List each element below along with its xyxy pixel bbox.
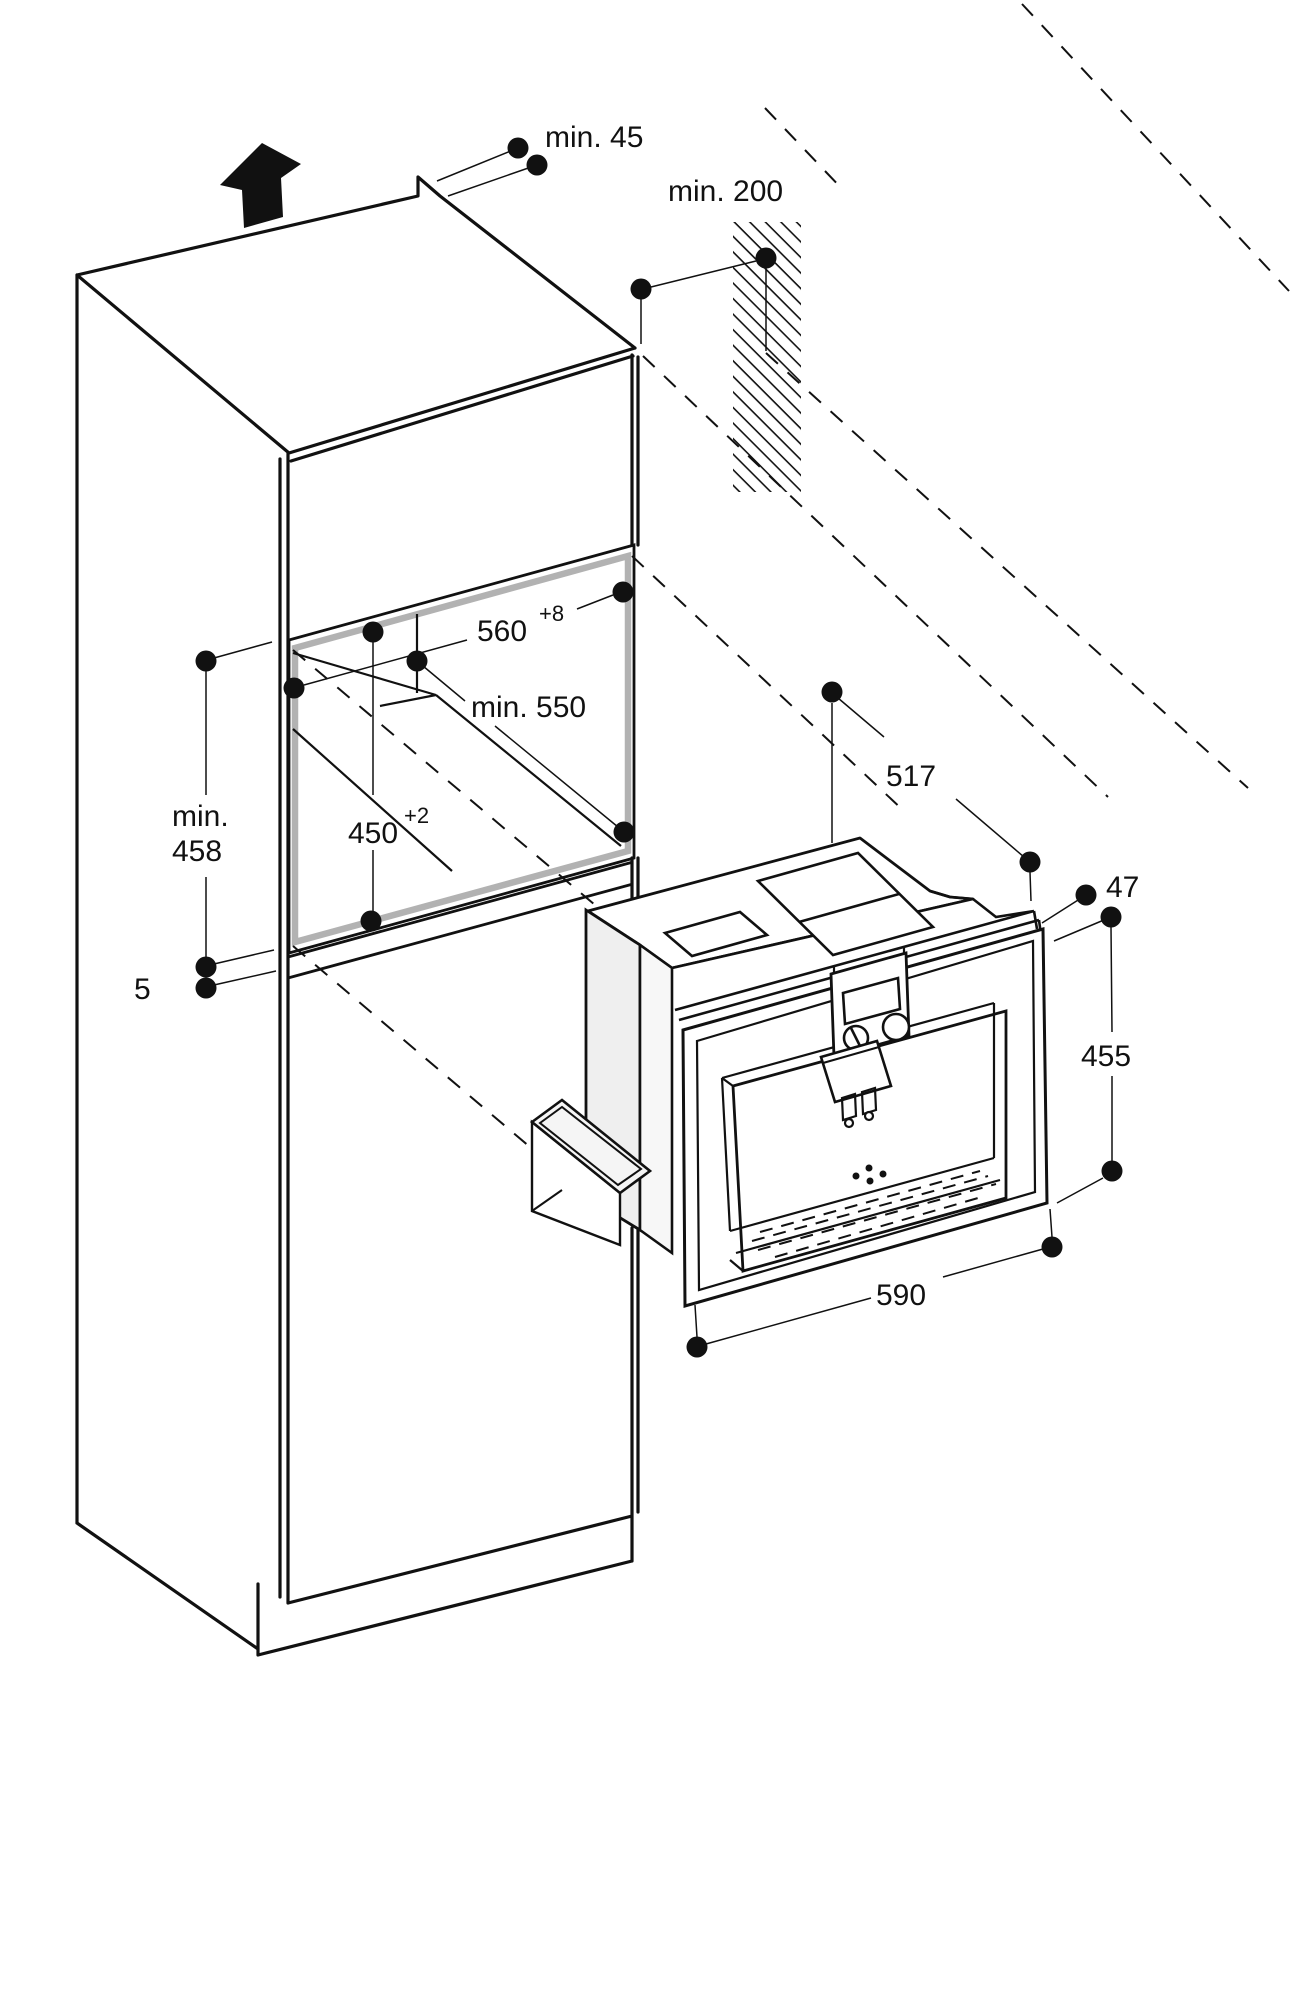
drip-dot: [852, 1172, 860, 1180]
dimension-appliance-depth: 517: [821, 681, 1041, 902]
projection-dashed-lines: [292, 3, 1290, 1193]
dimension-dot: [612, 581, 634, 603]
dimension-line: [436, 147, 538, 197]
dimension-dot: [1041, 1236, 1063, 1258]
machine-nozzle-left: [843, 1117, 855, 1129]
dimension-label: min. 550: [471, 691, 586, 724]
machine-cavity: [731, 1009, 1008, 1273]
dimension-dot: [821, 681, 843, 703]
dimension-label: 560: [477, 615, 527, 648]
wall-section-hatch: [733, 222, 801, 492]
dimension-niche-depth: min. 550: [406, 650, 635, 843]
machine-side-step: [638, 942, 674, 1256]
dimension-dot: [526, 154, 548, 176]
dimension-line: [640, 260, 767, 351]
dimension-dot: [195, 956, 217, 978]
dimension-front-height: min. 458: [172, 641, 275, 978]
machine-top-lid-right: [755, 851, 936, 957]
machine-tray-rim: [529, 1098, 653, 1195]
dimension-label: 517: [886, 760, 936, 793]
dimension-dot: [630, 278, 652, 300]
dimension-label: 450: [348, 817, 398, 850]
dimension-niche-height: 450 +2: [348, 621, 429, 932]
niche-highlight-frame: [291, 551, 632, 947]
dimension-appliance-width: 590: [686, 1208, 1063, 1358]
machine-spout-lines: [822, 1045, 880, 1122]
dimension-niche-width: 560 +8: [283, 581, 634, 699]
dimension-label: min.: [172, 800, 229, 833]
machine-drip-dots: [852, 1164, 887, 1185]
dimension-fascia-overhang: 47: [1041, 871, 1139, 942]
dimension-dot: [195, 650, 217, 672]
dimension-dot: [507, 137, 529, 159]
dimension-label: min. 200: [668, 175, 783, 208]
machine-panel-hangers: [832, 946, 906, 974]
dimension-line: [303, 594, 614, 686]
machine-lid-divider: [798, 892, 900, 924]
dimension-dot: [362, 621, 384, 643]
dimension-dot: [1100, 906, 1122, 928]
coffee-machine: [529, 836, 1049, 1308]
niche-opening-outline: [287, 543, 636, 955]
niche-interior-lines: [292, 614, 622, 872]
machine-knob-right: [881, 1012, 911, 1042]
machine-display: [841, 976, 902, 1026]
machine-nozzle-right: [863, 1110, 875, 1122]
dimension-wall-clearance: min. 200: [630, 175, 783, 351]
machine-top-lid-left: [662, 910, 770, 958]
dimension-label: 590: [876, 1279, 926, 1312]
dimension-fascia-height: 455: [1056, 926, 1131, 1204]
dimension-line: [205, 641, 275, 965]
machine-knob-left-mark: [849, 1027, 863, 1049]
dimension-dot: [195, 977, 217, 999]
dimension-line: [1056, 926, 1113, 1204]
machine-spout: [819, 1039, 893, 1104]
dimension-dot: [360, 910, 382, 932]
dimension-line: [831, 697, 1032, 902]
dimension-label: 458: [172, 835, 222, 868]
dimension-dot: [613, 821, 635, 843]
dimension-label: 455: [1081, 1040, 1131, 1073]
dimension-dot: [1019, 851, 1041, 873]
dimension-dot: [1075, 884, 1097, 906]
dimension-label: 47: [1106, 871, 1139, 904]
dimension-dot: [686, 1336, 708, 1358]
machine-drip-grid: [751, 1170, 997, 1258]
dimension-tolerance: +8: [539, 601, 564, 626]
dimension-line: [213, 970, 277, 986]
dimension-tolerance: +2: [404, 803, 429, 828]
up-arrow-icon: [220, 143, 301, 228]
drip-dot: [866, 1177, 874, 1185]
cabinet-outline: [75, 175, 640, 1657]
drip-dot: [865, 1164, 873, 1172]
niche-bottom-shelf-lines: [287, 860, 634, 980]
dimension-dot: [283, 677, 305, 699]
dimension-line: [694, 1208, 1053, 1345]
dimension-top-clearance: min. 45: [436, 121, 643, 197]
machine-fascia-inner-frame: [695, 939, 1037, 1292]
dimension-label: 5: [134, 973, 151, 1006]
dimension-dot: [406, 650, 428, 672]
dimension-label: min. 45: [545, 121, 643, 154]
dimension-dot: [755, 247, 777, 269]
dimension-dot: [1101, 1160, 1123, 1182]
drip-dot: [879, 1170, 887, 1178]
dimension-bottom-gap: 5: [134, 970, 277, 1006]
dimension-line: [422, 665, 619, 828]
machine-tray-lines: [531, 1105, 643, 1212]
